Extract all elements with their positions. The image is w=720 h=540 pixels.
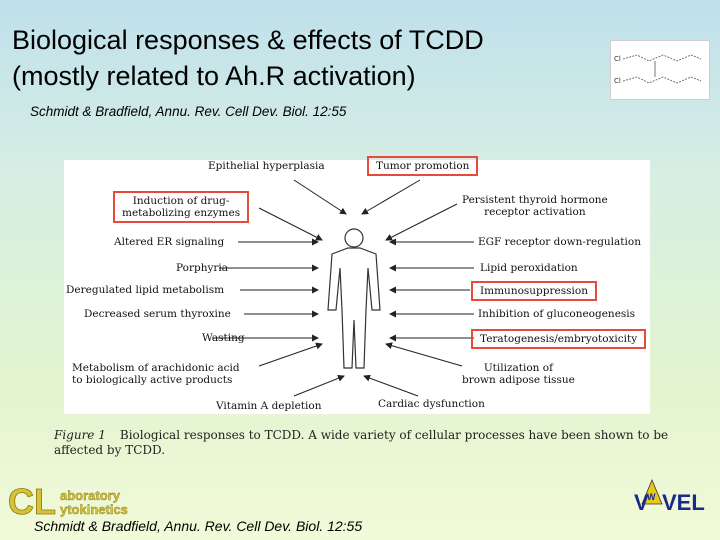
caption-figure-label: Figure 1	[54, 428, 106, 442]
label-wasting: Wasting	[202, 332, 245, 344]
svg-text:Cl: Cl	[614, 55, 621, 63]
label-arachidonic: Metabolism of arachidonic acid to biolog…	[72, 362, 240, 386]
caption-text: Biological responses to TCDD. A wide var…	[54, 428, 669, 457]
label-tumor-promotion: Tumor promotion	[366, 156, 479, 176]
logo-line1: aboratory	[60, 488, 121, 503]
tcdd-structure-image: Cl Cl	[610, 40, 710, 100]
figure-arrows	[212, 179, 474, 397]
logo-letters: CL	[8, 481, 56, 522]
logo-line2: ytokinetics	[60, 502, 128, 517]
human-body-icon	[327, 228, 381, 369]
label-gluconeogenesis: Inhibition of gluconeogenesis	[478, 308, 636, 320]
laboratory-cytokinetics-logo: CL aboratory ytokinetics	[8, 480, 138, 523]
label-altered-er: Altered ER signaling	[114, 236, 225, 248]
citation-bottom: Schmidt & Bradfield, Annu. Rev. Cell Dev…	[34, 518, 363, 534]
label-lipid-peroxidation: Lipid peroxidation	[480, 262, 578, 274]
label-teratogenesis: Teratogenesis/embryotoxicity	[470, 329, 647, 349]
svg-text:Cl: Cl	[614, 77, 621, 85]
citation-top: Schmidt & Bradfield, Annu. Rev. Cell Dev…	[30, 104, 347, 119]
label-vitamin-a: Vitamin A depletion	[216, 400, 322, 412]
label-cardiac: Cardiac dysfunction	[378, 398, 485, 410]
label-egf-down: EGF receptor down-regulation	[478, 236, 641, 248]
slide-title: Biological responses & effects of TCDD (…	[12, 25, 484, 91]
label-thyroid-receptor: Persistent thyroid hormone receptor acti…	[462, 194, 608, 218]
label-lipid-metabolism: Deregulated lipid metabolism	[66, 284, 225, 296]
logo-w: W	[647, 492, 656, 502]
figure-panel: Epithelial hyperplasia Tumor promotion I…	[64, 156, 650, 414]
label-porphyria: Porphyria	[176, 262, 229, 274]
label-brown-adipose: Utilization of brown adipose tissue	[462, 362, 575, 386]
vvel-logo: W V VEL	[632, 478, 714, 516]
logo-text: VEL	[662, 490, 705, 515]
label-serum-thyroxine: Decreased serum thyroxine	[84, 308, 231, 320]
svg-text:V: V	[634, 490, 649, 515]
label-immunosuppression: Immunosuppression	[471, 281, 597, 301]
label-epithelial-hyperplasia: Epithelial hyperplasia	[208, 160, 325, 172]
label-induction-drug-enzymes: Induction of drug- metabolizing enzymes	[112, 191, 250, 223]
